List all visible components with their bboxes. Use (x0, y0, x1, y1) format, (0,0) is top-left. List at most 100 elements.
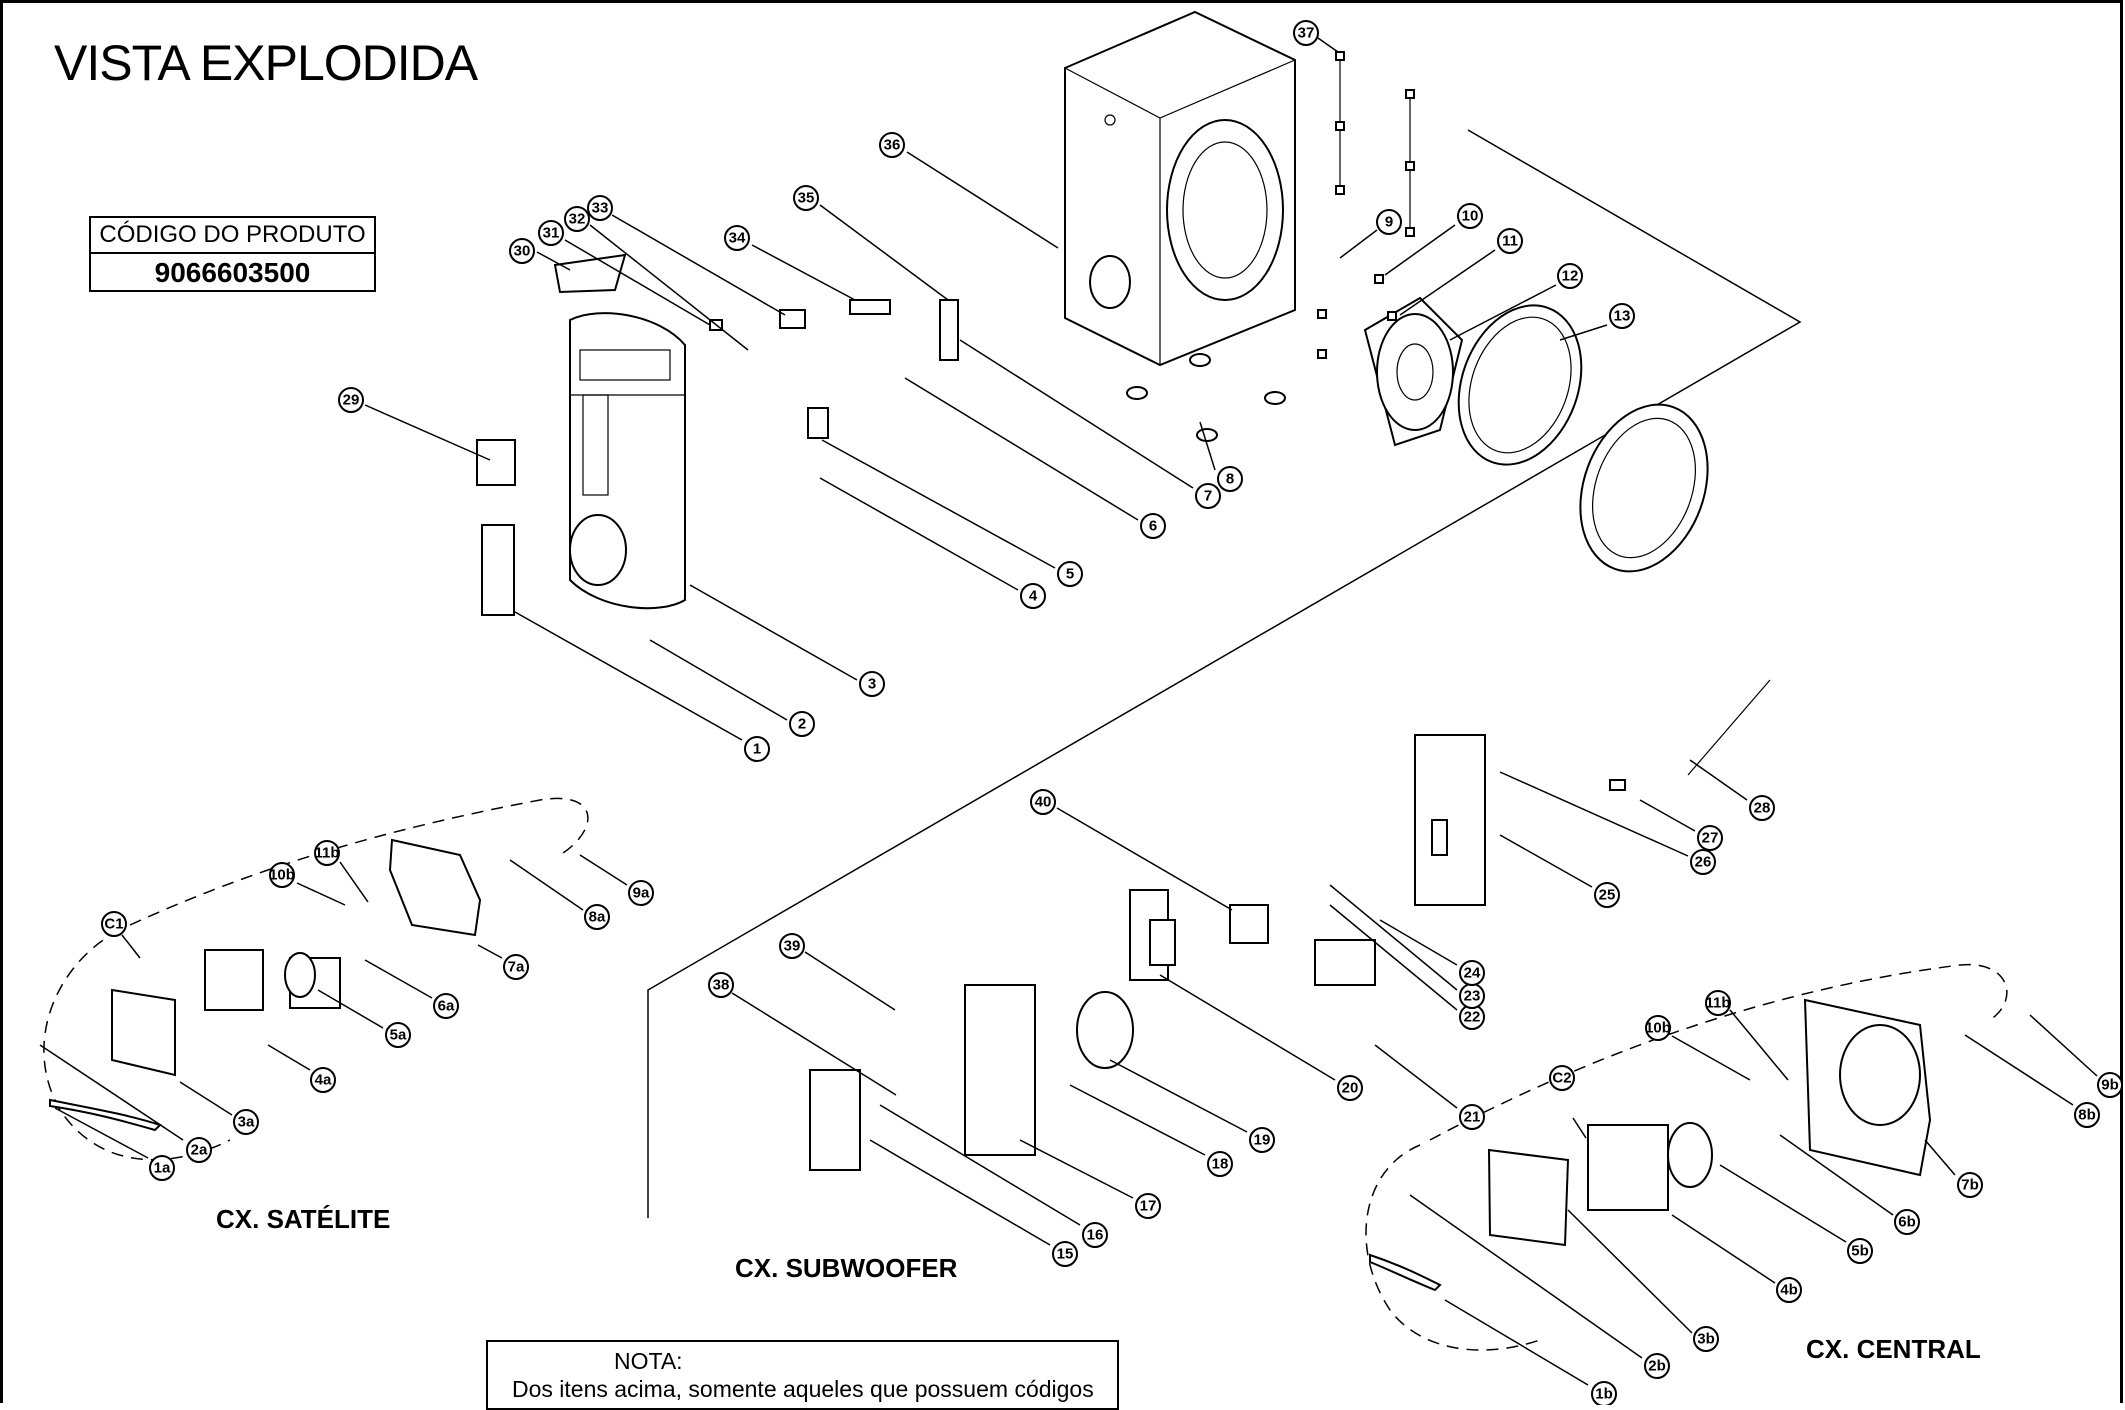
svg-text:5b: 5b (1851, 1243, 1869, 1260)
svg-text:8: 8 (1226, 471, 1234, 488)
svg-text:18: 18 (1212, 1156, 1229, 1173)
callout-30: 30 (509, 238, 535, 264)
svg-text:21: 21 (1464, 1109, 1481, 1126)
callout-4a: 4a (310, 1067, 336, 1093)
section-divider (647, 129, 1802, 1218)
callout-19: 19 (1249, 1127, 1275, 1153)
callout-40: 40 (1030, 789, 1056, 815)
callout-24: 24 (1459, 960, 1485, 986)
callout-9a: 9a (628, 880, 654, 906)
callout-25: 25 (1594, 882, 1620, 908)
callout-39: 39 (779, 933, 805, 959)
small-parts (476, 253, 959, 616)
page-title: VISTA EXPLODIDA (54, 35, 478, 91)
svg-text:6a: 6a (438, 998, 455, 1015)
callout-5b: 5b (1847, 1238, 1873, 1264)
svg-text:37: 37 (1298, 25, 1315, 42)
svg-text:3: 3 (868, 676, 876, 693)
svg-text:22: 22 (1464, 1009, 1481, 1026)
callout-9: 9 (1376, 209, 1402, 235)
callout-c2: C2 (1549, 1065, 1575, 1091)
svg-text:9a: 9a (633, 885, 650, 902)
svg-text:31: 31 (543, 225, 560, 242)
svg-text:39: 39 (784, 938, 801, 955)
svg-text:6: 6 (1149, 518, 1157, 535)
svg-text:4: 4 (1029, 588, 1038, 605)
svg-text:24: 24 (1464, 965, 1481, 982)
callout-2b: 2b (1644, 1353, 1670, 1379)
callout-6b: 6b (1894, 1209, 1920, 1235)
svg-text:19: 19 (1254, 1132, 1271, 1149)
subwoofer-label: CX. SUBWOOFER (735, 1253, 958, 1283)
callout-6a: 6a (433, 993, 459, 1019)
svg-text:1b: 1b (1595, 1386, 1613, 1403)
svg-text:12: 12 (1562, 268, 1579, 285)
svg-text:C2: C2 (1552, 1070, 1571, 1087)
svg-text:20: 20 (1342, 1080, 1359, 1097)
svg-text:34: 34 (729, 230, 746, 247)
woofer-assembly (1317, 274, 1709, 573)
callout-7: 7 (1195, 483, 1221, 509)
svg-text:28: 28 (1754, 800, 1771, 817)
svg-text:C1: C1 (104, 916, 123, 933)
svg-text:11b: 11b (1705, 995, 1730, 1012)
callout-8a: 8a (584, 904, 610, 930)
svg-text:3b: 3b (1697, 1331, 1715, 1348)
callout-10: 10 (1457, 203, 1483, 229)
svg-text:7b: 7b (1961, 1177, 1979, 1194)
product-code-label: CÓDIGO DO PRODUTO (91, 218, 374, 254)
callout-7a: 7a (503, 954, 529, 980)
svg-text:36: 36 (884, 137, 901, 154)
screws-37 (1335, 51, 1415, 237)
callout-4b: 4b (1776, 1277, 1802, 1303)
front-panel (569, 312, 686, 610)
callout-23: 23 (1459, 983, 1485, 1009)
callout-32: 32 (564, 206, 590, 232)
svg-text:1: 1 (753, 741, 761, 758)
callout-8b: 8b (2074, 1102, 2100, 1128)
svg-text:2a: 2a (191, 1142, 208, 1159)
callout-37: 37 (1293, 20, 1319, 46)
svg-text:8b: 8b (2078, 1107, 2096, 1124)
callout-29: 29 (338, 387, 364, 413)
svg-text:11: 11 (1502, 233, 1518, 250)
callout-1a: 1a (149, 1155, 175, 1181)
callout-6: 6 (1140, 513, 1166, 539)
callout-10b-cen: 10b (1645, 1015, 1671, 1041)
callout-34: 34 (724, 225, 750, 251)
svg-text:9b: 9b (2101, 1077, 2119, 1094)
svg-text:26: 26 (1695, 854, 1712, 871)
callout-3: 3 (859, 671, 885, 697)
callout-35: 35 (793, 185, 819, 211)
callout-3a: 3a (233, 1109, 259, 1135)
callout-4: 4 (1020, 583, 1046, 609)
callout-11b-cen: 11b (1705, 990, 1731, 1016)
callout-11b-sat: 11b (314, 840, 340, 866)
product-code-value: 9066603500 (154, 257, 311, 288)
callouts: 1 2 3 4 5 6 7 8 9 10 11 12 13 15 16 17 1… (39, 20, 2123, 1405)
svg-text:8a: 8a (589, 909, 606, 926)
svg-text:7a: 7a (508, 959, 525, 976)
callout-2a: 2a (186, 1137, 212, 1163)
callout-3b: 3b (1693, 1326, 1719, 1352)
svg-text:33: 33 (592, 200, 609, 217)
callout-11: 11 (1497, 228, 1523, 254)
svg-text:6b: 6b (1898, 1214, 1916, 1231)
svg-text:16: 16 (1087, 1227, 1104, 1244)
callout-31: 31 (538, 220, 564, 246)
svg-text:11b: 11b (314, 845, 339, 862)
svg-text:32: 32 (569, 211, 586, 228)
satellite-parts (49, 838, 482, 1132)
callout-5: 5 (1057, 561, 1083, 587)
svg-text:4a: 4a (315, 1072, 332, 1089)
svg-text:5: 5 (1066, 566, 1074, 583)
note-text: Dos itens acima, somente aqueles que pos… (512, 1376, 1094, 1402)
callout-38: 38 (708, 972, 734, 998)
callout-33: 33 (587, 195, 613, 221)
callout-2: 2 (789, 711, 815, 737)
svg-text:25: 25 (1599, 887, 1616, 904)
central-parts (1369, 998, 1932, 1292)
callout-28: 28 (1749, 795, 1775, 821)
svg-text:13: 13 (1614, 308, 1631, 325)
